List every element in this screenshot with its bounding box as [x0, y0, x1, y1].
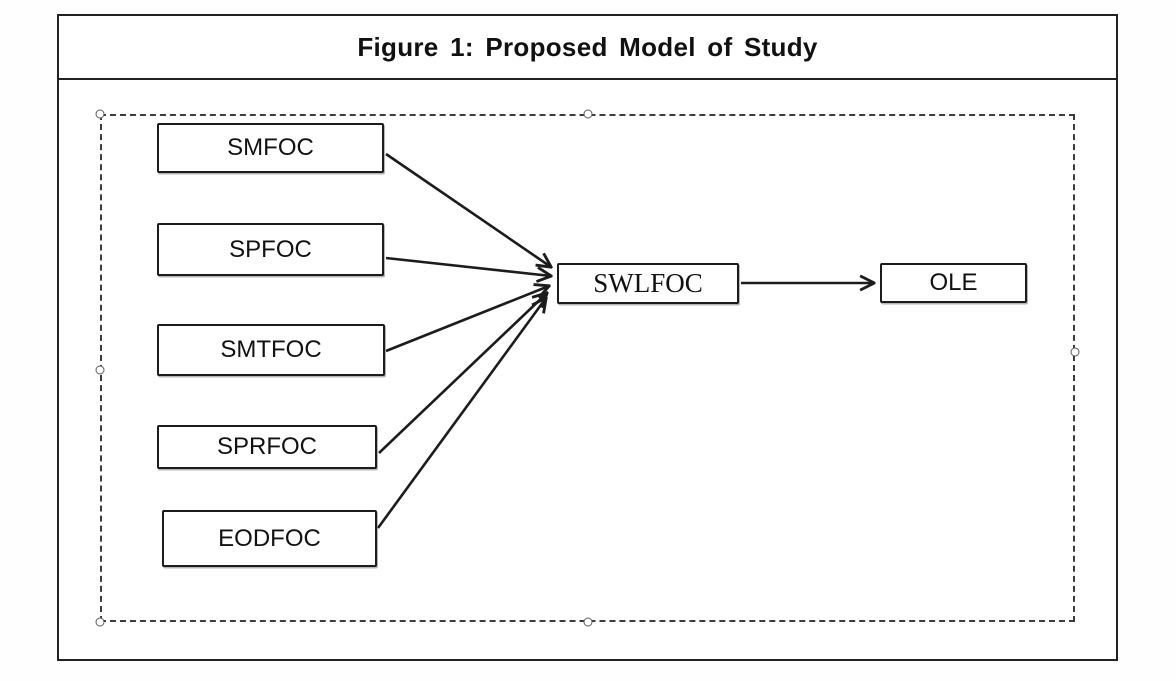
node-eodfoc-label: EODFOC: [218, 524, 321, 552]
selection-handle-top-left: [95, 109, 105, 119]
selection-handle-bottom-left: [95, 617, 105, 627]
node-swlfoc-label: SWLFOC: [593, 268, 703, 298]
node-eodfoc: EODFOC: [162, 510, 377, 567]
node-spfoc-label: SPFOC: [229, 235, 312, 263]
figure-title: Figure 1: Proposed Model of Study: [357, 31, 818, 62]
node-smfoc-label: SMFOC: [227, 134, 314, 161]
node-spfoc: SPFOC: [157, 223, 384, 276]
selection-handle-bottom-center: [583, 617, 593, 627]
node-swlfoc: SWLFOC: [557, 263, 739, 304]
node-smfoc: SMFOC: [157, 123, 384, 173]
node-ole: OLE: [880, 263, 1027, 303]
node-smtfoc-label: SMTFOC: [220, 336, 322, 363]
node-ole-label: OLE: [929, 269, 978, 296]
node-sprfoc-label: SPRFOC: [216, 433, 317, 460]
selection-handle-right-center: [1070, 347, 1080, 357]
node-smtfoc: SMTFOC: [157, 324, 385, 376]
figure-title-bar: Figure 1: Proposed Model of Study: [57, 14, 1118, 80]
selection-handle-top-center: [583, 109, 593, 119]
node-sprfoc: SPRFOC: [157, 425, 377, 469]
selection-handle-left-center: [95, 365, 105, 375]
